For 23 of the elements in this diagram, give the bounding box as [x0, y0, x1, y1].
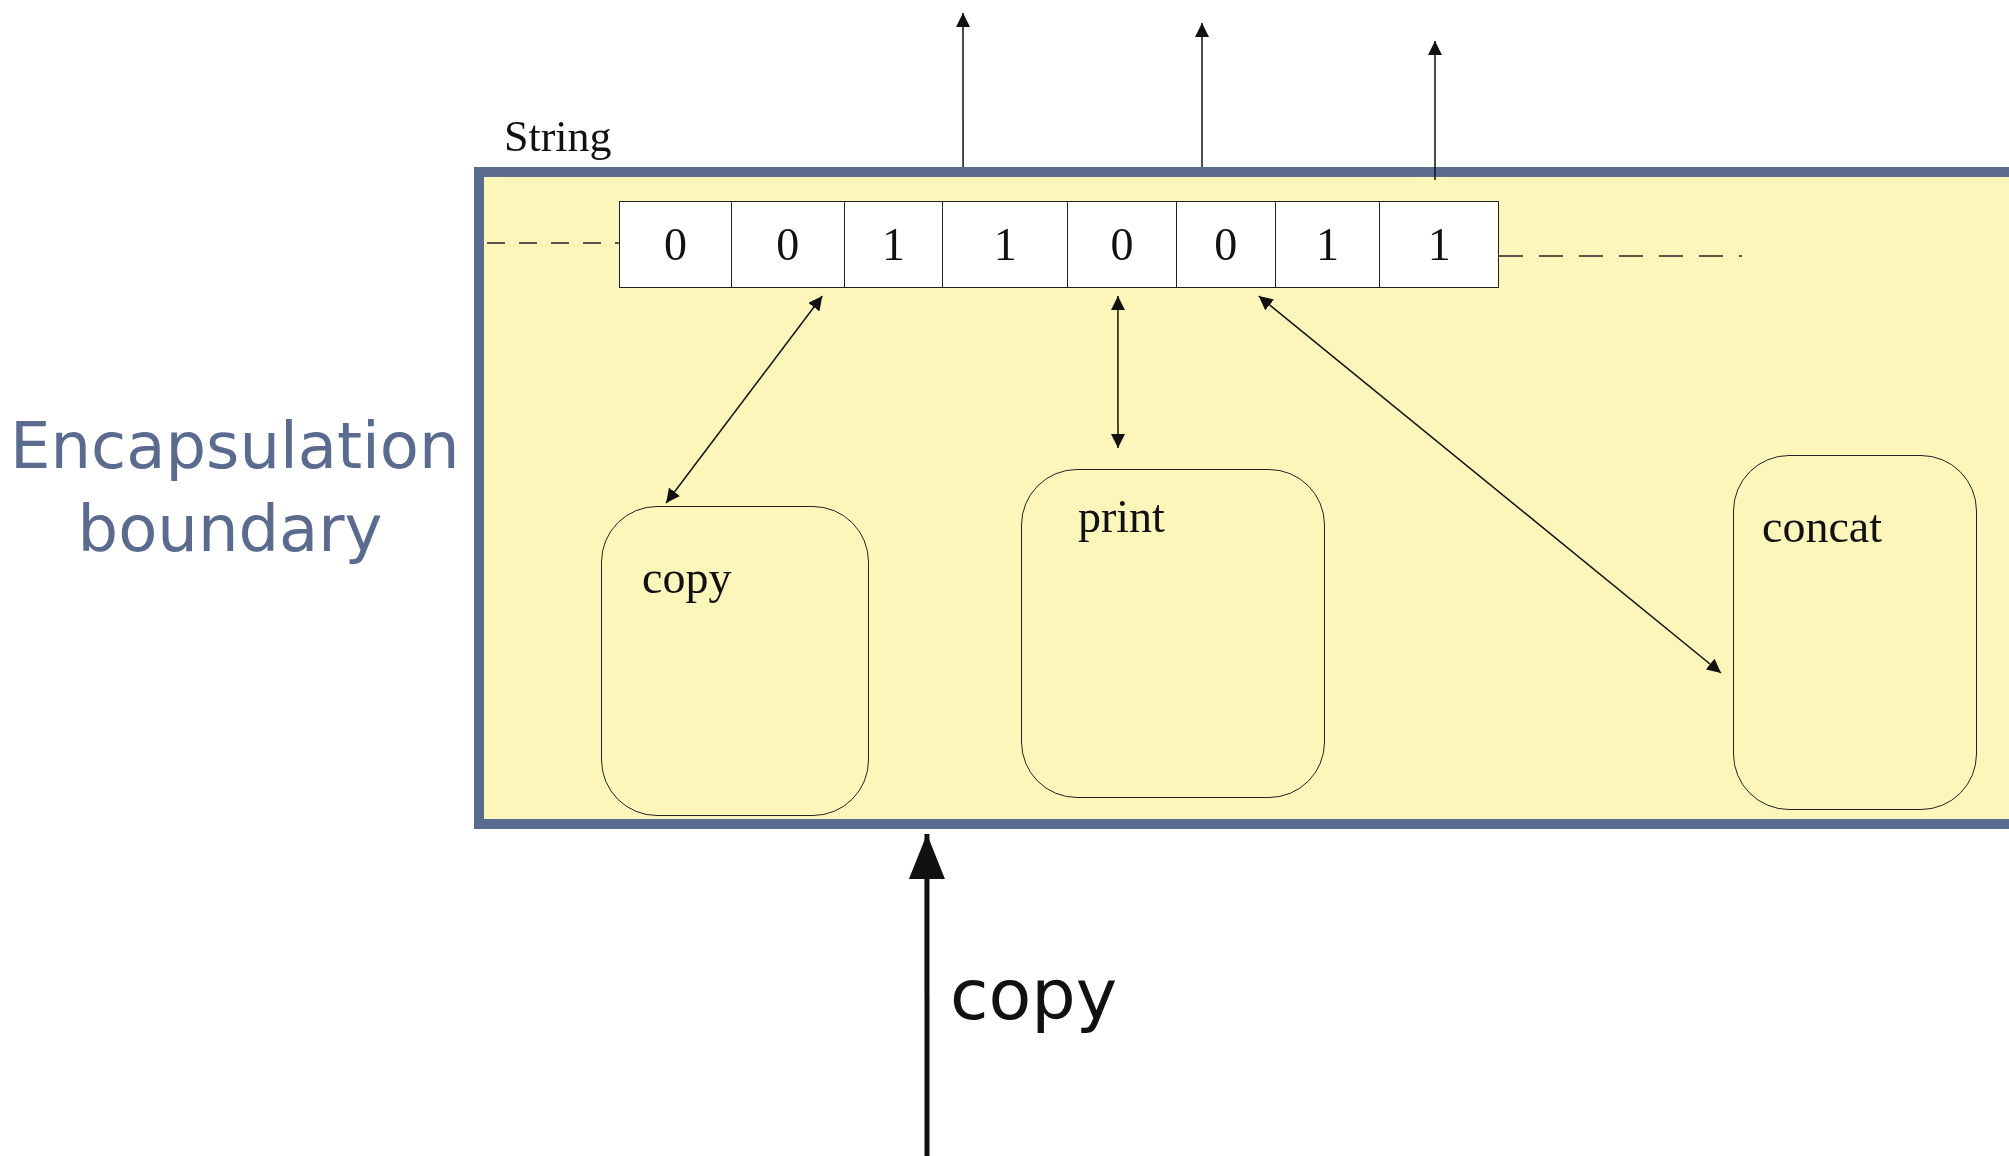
input-arrow: [908, 834, 945, 1156]
arrow: [1428, 40, 1442, 181]
arrow: [1258, 295, 1722, 674]
method-box: [601, 506, 869, 816]
bit-digit: 1: [1274, 202, 1380, 287]
method-name: print: [1078, 494, 1166, 540]
method-name: copy: [642, 555, 733, 601]
bit-digit: 0: [662, 217, 688, 272]
class-name: String: [504, 115, 612, 159]
bit-digit: 0: [730, 202, 844, 287]
arrow: [1110, 295, 1125, 449]
bit-digit: 1: [1379, 202, 1499, 287]
bit-digit: 1: [843, 202, 943, 287]
method-box: [1733, 455, 1977, 810]
arrow: [956, 12, 970, 168]
arrow: [1195, 22, 1209, 168]
bit-digit: 0: [1175, 202, 1275, 287]
bit-array: [619, 201, 1499, 288]
arrow: [665, 295, 824, 504]
method-box: [1021, 469, 1325, 798]
bit-digit: 1: [942, 202, 1067, 287]
method-name: concat: [1762, 504, 1884, 550]
bit-digit: 0: [1067, 202, 1176, 287]
